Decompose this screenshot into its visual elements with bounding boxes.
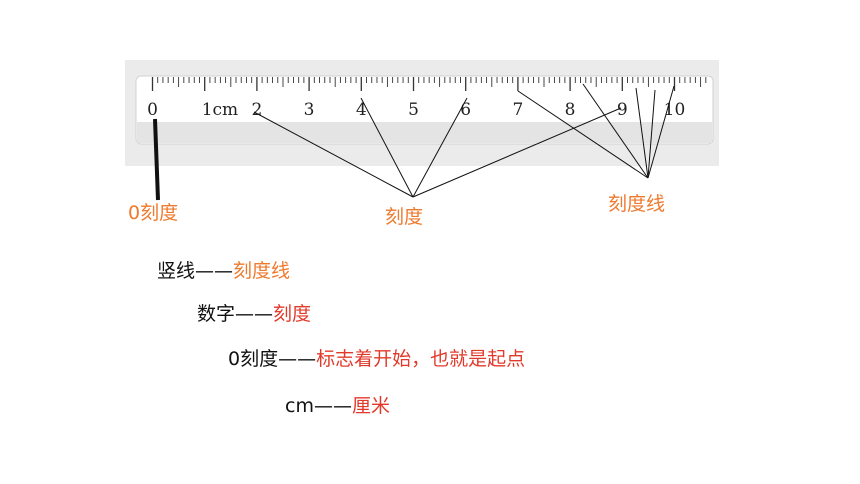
pointer-lines <box>253 83 675 198</box>
legend-term: 数字 <box>197 303 236 325</box>
legend-row-numbers: 数字——刻度 <box>197 305 311 324</box>
ruler-number: 4 <box>356 100 367 120</box>
legend-meaning: 刻度线 <box>233 260 291 282</box>
legend-row-scale-lines: 竖线——刻度线 <box>157 262 290 281</box>
pointer-line <box>412 97 468 198</box>
legend-term: 0刻度 <box>228 348 279 370</box>
legend-row-cm: cm——厘米 <box>285 397 390 416</box>
legend-dash: —— <box>278 348 317 370</box>
pointer-line <box>647 85 675 179</box>
pointer-line <box>635 87 649 179</box>
legend-dash: —— <box>195 260 234 282</box>
legend-dash: —— <box>235 303 274 325</box>
legend-dash: —— <box>313 395 352 417</box>
ruler-number: 2 <box>251 100 262 120</box>
scale-line-label: 刻度线 <box>608 193 666 215</box>
legend-meaning: 厘米 <box>351 395 390 417</box>
ruler-number: 7 <box>512 100 523 120</box>
pointer-line <box>517 90 649 179</box>
legend-meaning: 标志着开始，也就是起点 <box>316 348 526 370</box>
legend-meaning: 刻度 <box>273 303 312 325</box>
legend-term: cm <box>285 395 314 417</box>
ruler-number: 3 <box>304 100 315 120</box>
pointer-line <box>360 97 414 198</box>
pointer-line <box>412 107 622 198</box>
ruler-number: 8 <box>565 100 576 120</box>
legend-term: 竖线 <box>157 260 196 282</box>
zero-mark-label: 0刻度 <box>128 202 179 224</box>
pointer-line <box>253 111 414 198</box>
pointer-line <box>647 89 656 179</box>
ruler-number: 1cm <box>202 100 238 120</box>
ruler-number: 6 <box>460 100 471 120</box>
zero-mark-pointer <box>153 118 160 201</box>
ruler-number: 9 <box>617 100 628 120</box>
ruler-ticks <box>151 77 707 91</box>
legend-row-zero: 0刻度——标志着开始，也就是起点 <box>228 350 525 369</box>
scale-number-label: 刻度 <box>385 206 424 228</box>
ruler-number: 5 <box>408 100 419 120</box>
ruler-bottom-strip <box>137 122 712 143</box>
ruler-number: 0 <box>147 100 158 120</box>
pointer-line <box>582 83 649 179</box>
